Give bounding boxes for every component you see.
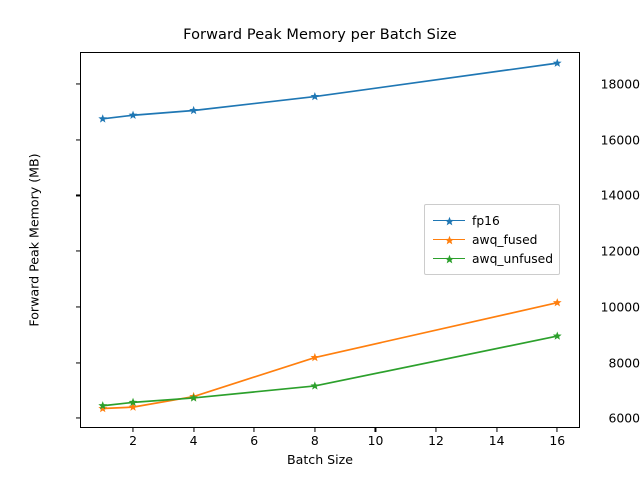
y-tick-label: 6000 <box>608 410 640 426</box>
data-point-marker <box>310 381 320 390</box>
x-tick-label: 8 <box>310 433 319 448</box>
plot-area <box>98 58 562 413</box>
data-point-marker <box>98 401 108 410</box>
x-tick-label: 6 <box>250 433 259 448</box>
star-icon <box>444 216 455 225</box>
x-tick-mark <box>374 428 376 432</box>
data-point-marker <box>128 402 138 411</box>
data-point-marker <box>310 352 320 362</box>
legend-label: awq_fused <box>472 232 538 247</box>
data-point-marker <box>310 91 320 101</box>
legend-swatch <box>433 214 465 228</box>
series-line <box>102 62 558 120</box>
series-fp16 <box>98 58 562 123</box>
legend-swatch <box>433 252 465 266</box>
legend-item-awq_fused: awq_fused <box>433 230 551 249</box>
x-tick-label: 10 <box>367 433 384 448</box>
data-point-marker <box>128 397 138 407</box>
chart-title: Forward Peak Memory per Batch Size <box>183 27 457 43</box>
data-point-marker <box>189 105 199 115</box>
y-tick-label: 14000 <box>600 187 640 203</box>
x-tick-mark <box>556 428 558 432</box>
y-tick-mark <box>76 194 80 196</box>
x-tick-mark <box>193 428 195 432</box>
data-point-marker <box>552 331 562 340</box>
legend-item-awq_unfused: awq_unfused <box>433 249 554 268</box>
data-point-marker <box>552 298 562 307</box>
y-tick-label: 10000 <box>600 299 640 315</box>
x-tick-mark <box>314 428 316 432</box>
data-point-marker <box>98 403 108 413</box>
star-icon <box>444 254 455 263</box>
star-icon <box>444 235 455 244</box>
y-axis-label: Forward Peak Memory (MB) <box>26 153 42 327</box>
x-tick-mark <box>132 428 134 432</box>
plot-frame <box>80 52 580 428</box>
y-tick-label: 8000 <box>608 355 640 371</box>
y-tick-mark <box>76 83 80 85</box>
y-tick-label: 18000 <box>600 76 640 92</box>
data-point-marker <box>189 393 199 402</box>
y-tick-mark <box>76 139 80 141</box>
x-tick-label: 16 <box>549 433 566 448</box>
y-tick-label: 16000 <box>600 132 640 148</box>
x-tick-label: 4 <box>189 433 198 448</box>
series-line <box>102 301 558 410</box>
series-awq_fused <box>98 298 562 413</box>
legend-label: awq_unfused <box>472 251 554 266</box>
data-point-marker <box>98 114 108 123</box>
y-tick-mark <box>76 306 80 308</box>
x-tick-label: 12 <box>428 433 444 448</box>
series-awq_unfused <box>98 331 562 410</box>
x-axis-label: Batch Size <box>286 452 354 467</box>
x-tick-mark <box>496 428 498 432</box>
y-tick-label: 12000 <box>600 243 640 259</box>
y-tick-mark <box>76 250 80 252</box>
y-tick-mark <box>76 362 80 364</box>
data-point-marker <box>128 110 138 119</box>
legend-swatch <box>433 233 465 247</box>
series-line <box>102 335 558 407</box>
legend-label: fp16 <box>472 213 500 228</box>
legend-item-fp16: fp16 <box>433 211 551 230</box>
x-tick-mark <box>435 428 437 432</box>
legend: fp16 awq_fused awq_unfused <box>424 204 560 275</box>
x-tick-mark <box>253 428 255 432</box>
y-tick-mark <box>76 417 80 419</box>
data-point-marker <box>552 58 562 67</box>
x-tick-label: 2 <box>129 433 137 448</box>
x-tick-label: 14 <box>488 433 505 448</box>
